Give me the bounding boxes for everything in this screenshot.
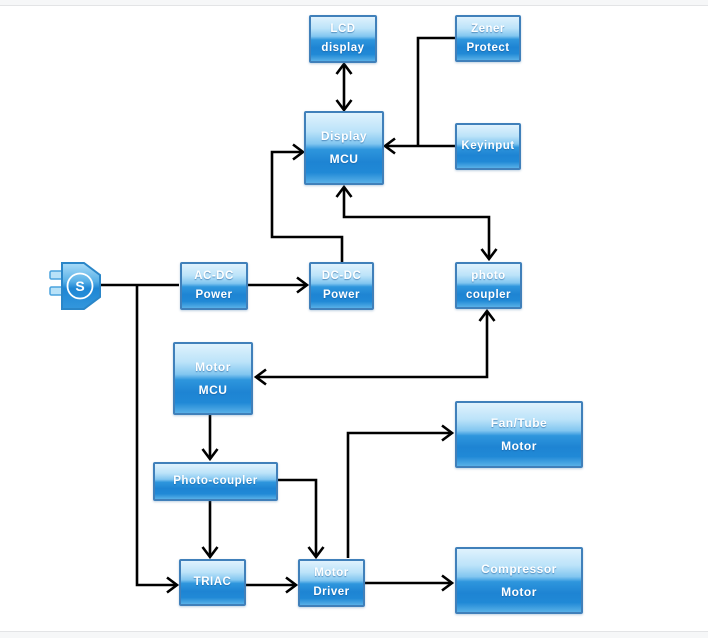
node-fan-tube-motor: Fan/Tube Motor xyxy=(455,401,583,468)
arrowhead xyxy=(335,61,353,75)
edge-display-mcu-photo-coupler xyxy=(335,184,498,262)
arrowhead xyxy=(335,184,353,198)
arrowhead xyxy=(296,276,310,294)
edge-motor-driver-compressor xyxy=(365,574,455,592)
node-motor-driver: Motor Driver xyxy=(298,559,365,607)
connector-line xyxy=(270,150,344,262)
connector-line xyxy=(342,188,491,258)
arrowhead xyxy=(382,137,396,155)
node-zener-protect: Zener Protect xyxy=(455,15,521,62)
plug-circle xyxy=(66,272,94,300)
node-display-mcu: Display MCU xyxy=(304,111,384,185)
node-photo-coupler: photo coupler xyxy=(455,262,522,309)
edge-acdc-dcdc xyxy=(248,276,310,294)
arrowhead xyxy=(480,248,498,262)
node-lcd-display: LCD display xyxy=(309,15,377,63)
edge-photo-coupler2-triac xyxy=(201,501,219,560)
arrowhead xyxy=(201,546,219,560)
arrowhead xyxy=(478,308,496,322)
arrowhead xyxy=(253,368,267,386)
edge-keyinput-display-mcu xyxy=(382,137,455,155)
node-motor-mcu: Motor MCU xyxy=(173,342,253,415)
arrowhead xyxy=(441,424,455,442)
edge-photo-coupler2-motor-driver xyxy=(278,478,325,560)
connector-line xyxy=(346,431,451,558)
node-ac-dc-power: AC-DC Power xyxy=(180,262,248,310)
edge-zener-display-mcu xyxy=(416,36,455,147)
edge-power-triac xyxy=(135,285,180,594)
node-keyinput: Keyinput xyxy=(455,123,521,170)
edge-triac-motor-driver xyxy=(246,576,299,594)
arrowhead xyxy=(307,546,325,560)
connector-line xyxy=(135,285,176,587)
bottom-border-strip xyxy=(0,631,708,638)
arrowhead xyxy=(335,99,353,113)
edge-lcd-display-mcu xyxy=(335,61,353,113)
connector-line xyxy=(257,311,489,379)
connector-line xyxy=(416,36,455,147)
edge-motor-driver-fan-tube xyxy=(346,424,455,558)
node-dc-dc-power: DC-DC Power xyxy=(309,262,374,310)
connector-line xyxy=(278,478,318,556)
arrowhead xyxy=(201,448,219,462)
arrowhead xyxy=(441,574,455,592)
edge-motor-mcu-photo-coupler2 xyxy=(201,415,219,462)
plug-body xyxy=(61,262,101,310)
arrowhead xyxy=(166,576,180,594)
arrowhead xyxy=(292,143,306,161)
power-source-label: S xyxy=(75,278,84,294)
power-plug-icon: S xyxy=(49,262,101,310)
edge-photo-coupler-motor-mcu xyxy=(253,308,496,386)
node-compressor-motor: Compressor Motor xyxy=(455,547,583,614)
node-triac: TRIAC xyxy=(179,559,246,606)
node-photo-coupler-2: Photo-coupler xyxy=(153,462,278,501)
top-border-strip xyxy=(0,0,708,6)
arrowhead xyxy=(285,576,299,594)
edge-dcdc-display-mcu xyxy=(270,143,344,262)
